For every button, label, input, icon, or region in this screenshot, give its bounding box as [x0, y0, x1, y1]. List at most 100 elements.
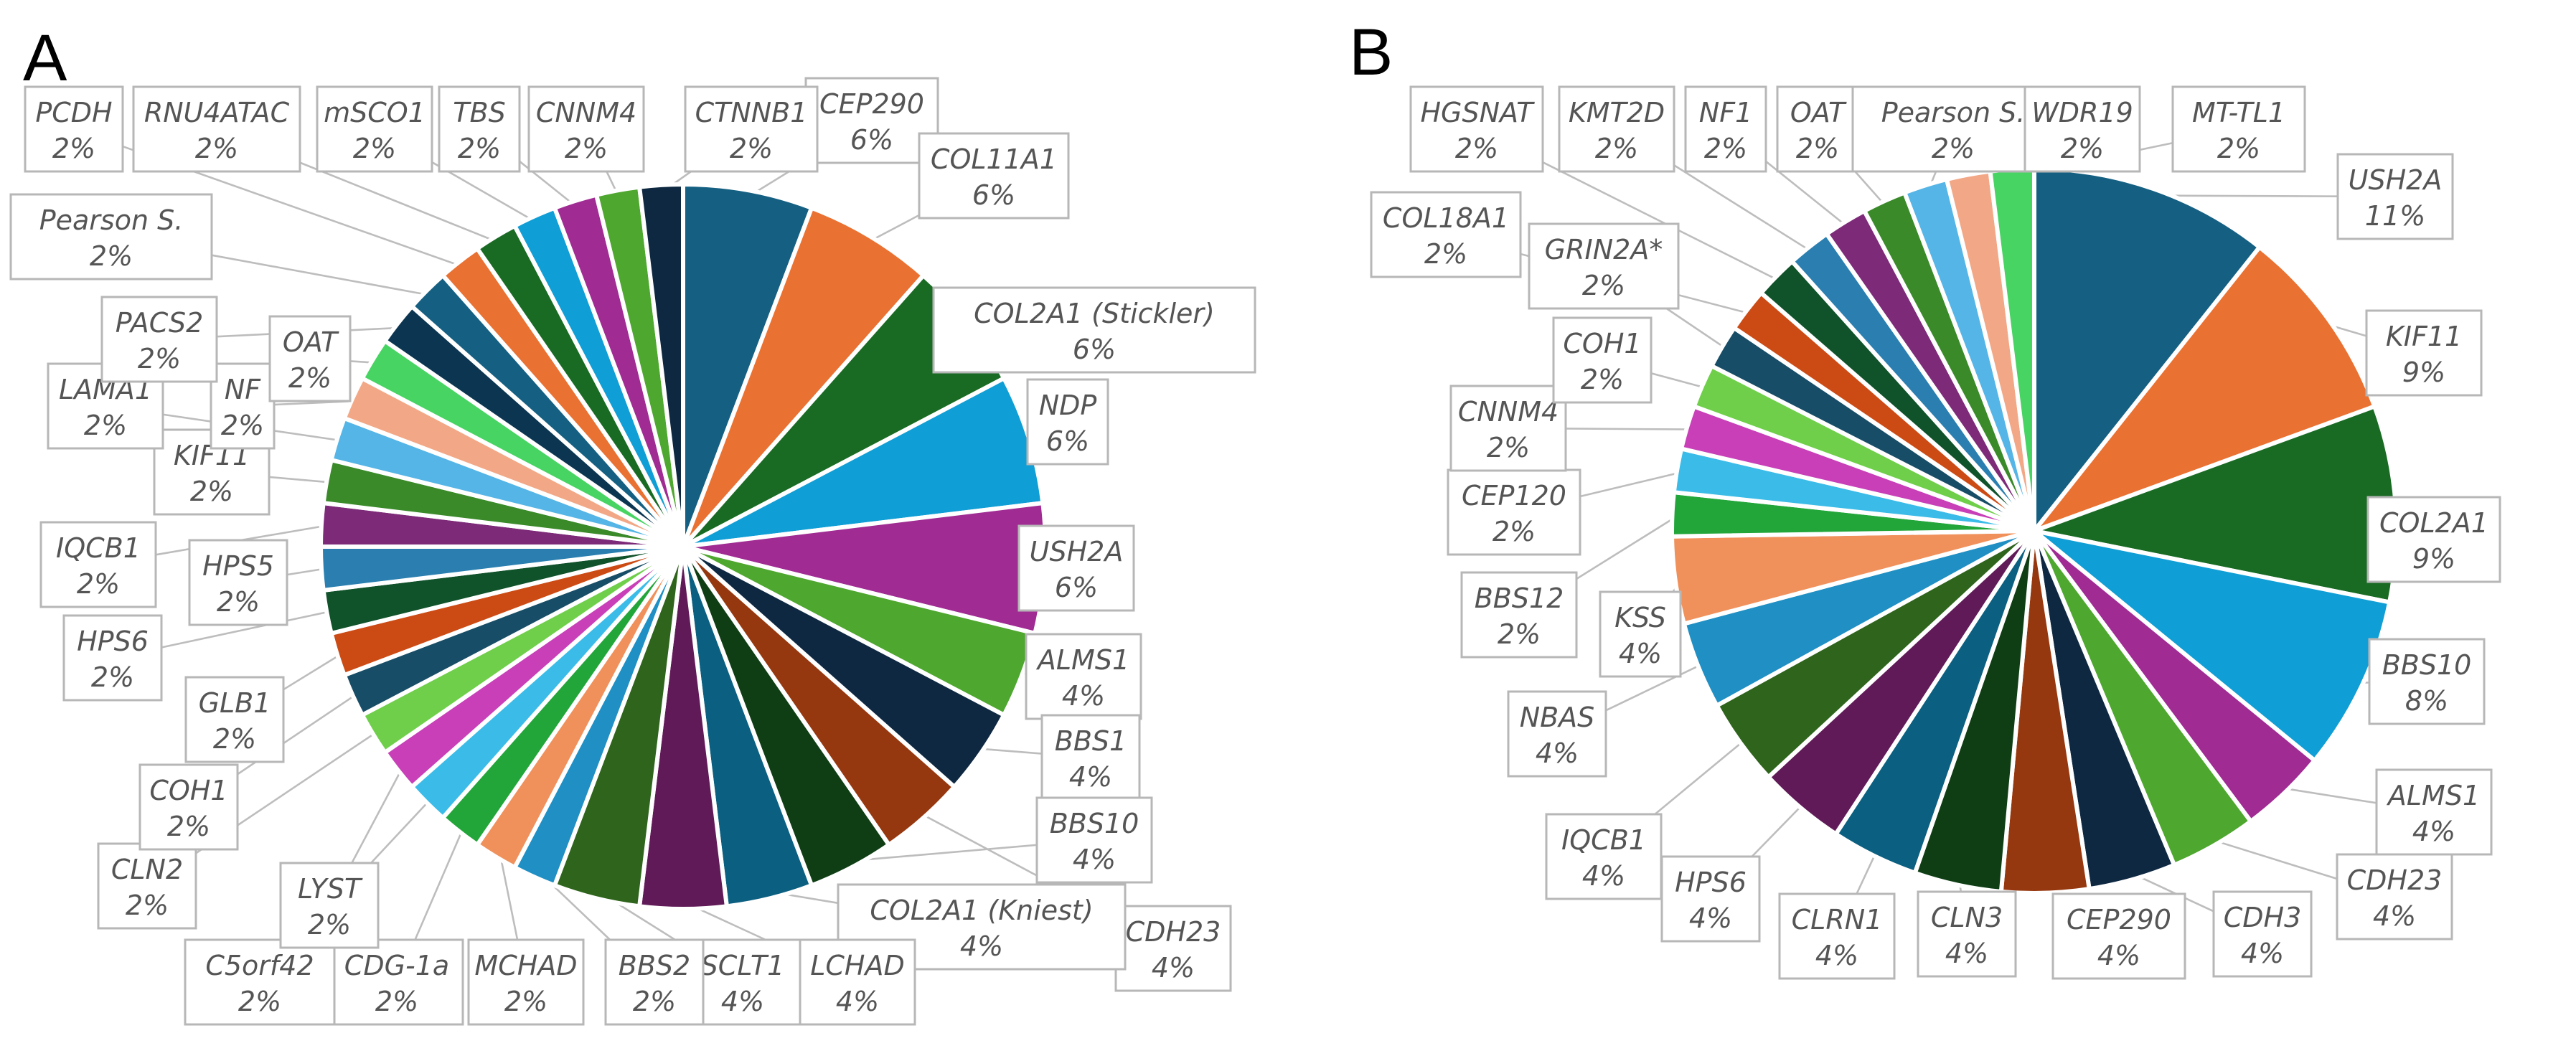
- slice-label-name: IQCB1: [56, 532, 141, 564]
- slice-label-name: CDH23: [1126, 916, 1221, 948]
- slice-label-value: 4%: [1689, 902, 1732, 934]
- slice-label-value: 2%: [238, 986, 281, 1017]
- slice-label-name: COL2A1 (Stickler): [974, 298, 1215, 329]
- leader-line: [352, 765, 403, 863]
- slice-label-value: 2%: [1493, 516, 1536, 547]
- slice-label-name: COL2A1: [2379, 507, 2488, 539]
- slice-label-value: 4%: [721, 986, 764, 1017]
- slice-label-name: PCDH: [35, 97, 112, 128]
- slice-label-name: NF1: [1699, 97, 1752, 128]
- slice-label-name: LCHAD: [810, 950, 905, 981]
- slice-label-value: 4%: [1815, 940, 1858, 971]
- panel-letter-b: B: [1349, 16, 1393, 89]
- pie-chart-b: USH2A11%KIF119%COL2A19%BBS108%ALMS14%CDH…: [1371, 87, 2500, 979]
- slice-label-value: 4%: [1619, 638, 1662, 669]
- slice-label-value: 2%: [2217, 133, 2260, 164]
- slice-label-name: CLN3: [1931, 902, 2003, 933]
- slice-label-name: COL11A1: [931, 143, 1057, 175]
- slice-label-value: 9%: [2402, 357, 2445, 388]
- slice-label-value: 4%: [1069, 761, 1112, 793]
- slice-label-value: 2%: [1498, 618, 1541, 650]
- slice-label-name: KSS: [1614, 602, 1666, 633]
- leader-line: [1580, 471, 1684, 496]
- slice-label-value: 2%: [77, 568, 120, 600]
- slice-label-name: SCLT1: [701, 950, 785, 981]
- slice-label-value: 4%: [1582, 860, 1625, 892]
- slice-label-value: 6%: [850, 124, 893, 156]
- slice-label-value: 4%: [2097, 940, 2140, 971]
- slice-label-value: 2%: [138, 343, 181, 374]
- slice-label-name: CDH3: [2224, 902, 2302, 933]
- slice-label-value: 6%: [1055, 572, 1098, 603]
- slice-label-value: 6%: [972, 179, 1015, 211]
- slice-label-value: 2%: [458, 133, 501, 164]
- slice-label-name: ALMS1: [2386, 780, 2480, 811]
- slice-label-name: CEP290: [2067, 904, 2171, 935]
- slice-label-value: 2%: [90, 240, 133, 272]
- slice-label-name: OAT: [283, 326, 339, 358]
- slice-label-name: mSCO1: [324, 97, 426, 128]
- slice-label-value: 2%: [730, 133, 773, 164]
- slice-label-name: C5orf42: [205, 950, 314, 981]
- pie-chart-a: CEP290 6% COL11A1 6% COL2A1 (Stickler) 6% NDP 6…: [11, 78, 1255, 1024]
- slice-label-value: 2%: [1595, 133, 1638, 164]
- slice-label-value: 2%: [91, 661, 134, 693]
- slice-label-name: CNNM4: [536, 97, 636, 128]
- leader-line: [1674, 165, 1813, 253]
- slice-label-value: 2%: [190, 476, 233, 507]
- leader-line: [415, 826, 464, 940]
- slice-label-name: WDR19: [2031, 97, 2133, 128]
- slice-label-value: 2%: [84, 410, 127, 441]
- leader-line: [300, 163, 499, 243]
- slice-label-value: 2%: [353, 133, 396, 164]
- slice-label-name: KMT2D: [1569, 97, 1665, 128]
- slice-label-value: 11%: [2365, 200, 2425, 232]
- slice-label-name: USH2A: [2349, 164, 2443, 196]
- slice-label-value: 2%: [1704, 133, 1747, 164]
- slice-label-name: USH2A: [1030, 536, 1124, 567]
- leader-line: [2210, 839, 2337, 879]
- slice-label-value: 2%: [52, 133, 95, 164]
- slice-label-name: CEP290: [819, 88, 924, 120]
- slice-label-value: 2%: [633, 986, 676, 1017]
- slice-label-name: CNNM4: [1458, 396, 1559, 428]
- slice-label-value: 8%: [2405, 685, 2448, 717]
- slice-label-name: COL18A1: [1383, 202, 1509, 234]
- slice-label-value: 2%: [308, 909, 351, 940]
- slice-label-value: 2%: [167, 811, 210, 842]
- slice-label-name: CLN2: [111, 854, 183, 885]
- leader-line: [212, 255, 432, 296]
- slice-label-name: BBS10: [2382, 649, 2472, 681]
- slice-label-name: HGSNAT: [1420, 97, 1535, 128]
- slice-label-name: GRIN2A*: [1545, 234, 1663, 265]
- slice-label-value: 2%: [565, 133, 608, 164]
- slice-label-value: 4%: [1152, 952, 1195, 984]
- slice-label-name: NBAS: [1520, 702, 1595, 733]
- slice-label-name: OAT: [1790, 97, 1847, 128]
- slice-label-value: 2%: [375, 986, 418, 1017]
- leader-line: [1667, 308, 1729, 350]
- slice-label-value: 2%: [1487, 432, 1530, 463]
- slice-label-name: TBS: [453, 97, 505, 128]
- slice-label-name: Pearson S.: [1881, 97, 2026, 128]
- slice-label-name: MCHAD: [474, 950, 577, 981]
- slice-label-name: IQCB1: [1561, 824, 1646, 856]
- slice-label-value: 9%: [2412, 543, 2455, 575]
- slice-label-name: NF: [225, 374, 261, 405]
- slice-label-value: 4%: [2241, 938, 2284, 969]
- slice-label-value: 2%: [126, 890, 169, 921]
- slice-label-value: 4%: [1536, 737, 1579, 769]
- slice-label-name: CEP120: [1462, 480, 1566, 512]
- slice-label-value: 2%: [2061, 133, 2104, 164]
- slice-label-value: 4%: [1062, 680, 1105, 712]
- panel-letter-a: A: [23, 22, 67, 95]
- slice-label-name: NDP: [1039, 390, 1097, 421]
- slice-label-name: Pearson S.: [39, 204, 184, 236]
- slice-label-name: COH1: [149, 775, 227, 806]
- slice-label-value: 2%: [213, 723, 256, 755]
- slice-label-name: MT-TL1: [2192, 97, 2285, 128]
- leader-line: [1655, 739, 1746, 814]
- slice-label-name: BBS1: [1055, 725, 1127, 757]
- slice-label-value: 6%: [1046, 425, 1089, 457]
